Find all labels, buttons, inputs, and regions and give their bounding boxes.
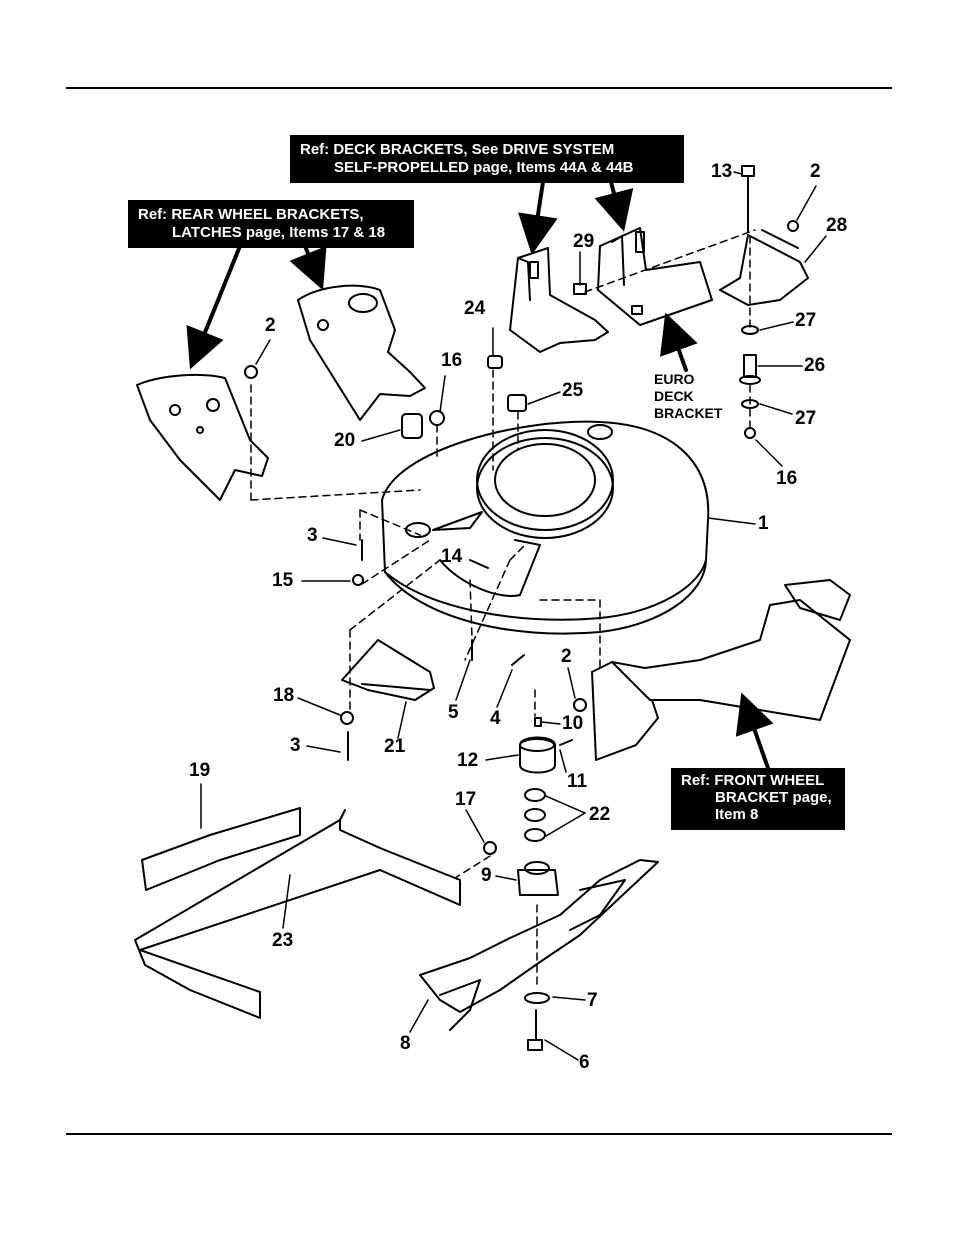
callout-23: 23 — [272, 931, 293, 951]
rear-wheel-bracket-left — [137, 375, 268, 500]
baffle-21 — [342, 640, 434, 700]
ref-front-wheel-bracket-line2: BRACKET page, — [681, 789, 835, 806]
ref-front-wheel-bracket: Ref: FRONT WHEEL BRACKET page, Item 8 — [671, 768, 845, 830]
deck-bracket-b — [598, 228, 712, 325]
callout-5: 5 — [448, 703, 459, 723]
callout-27: 27 — [795, 311, 816, 331]
rear-wheel-bracket-right — [298, 286, 425, 420]
bolt-13 — [742, 166, 754, 232]
frame-23 — [135, 810, 460, 1018]
callout-16: 16 — [776, 469, 797, 489]
callout-3: 3 — [307, 526, 318, 546]
callout-2: 2 — [810, 162, 821, 182]
callout-13: 13 — [711, 162, 732, 182]
ref-front-wheel-bracket-line3: Item 8 — [681, 806, 835, 823]
euro-label-line1: EURO — [654, 371, 722, 388]
ref-deck-brackets: Ref: DECK BRACKETS, See DRIVE SYSTEM SEL… — [290, 135, 684, 183]
reference-arrows — [193, 182, 768, 768]
callout-24: 24 — [464, 299, 485, 319]
callout-18: 18 — [273, 686, 294, 706]
callout-17: 17 — [455, 790, 476, 810]
callout-4: 4 — [490, 709, 501, 729]
callout-1: 1 — [758, 514, 769, 534]
ref-rear-wheel-brackets-line2: LATCHES page, Items 17 & 18 — [138, 224, 404, 242]
ref-front-wheel-bracket-line1: Ref: FRONT WHEEL — [681, 772, 835, 789]
hardware — [245, 221, 798, 1050]
callout-27: 27 — [795, 409, 816, 429]
callout-2: 2 — [561, 647, 572, 667]
callout-7: 7 — [587, 991, 598, 1011]
front-wheel-bracket — [592, 580, 850, 760]
ref-deck-brackets-line1: Ref: DECK BRACKETS, See DRIVE SYSTEM — [300, 141, 674, 159]
strip-19 — [142, 808, 300, 890]
callout-22: 22 — [589, 805, 610, 825]
euro-label-line3: BRACKET — [654, 405, 722, 422]
callout-6: 6 — [579, 1053, 590, 1073]
callout-10: 10 — [562, 714, 583, 734]
callout-12: 12 — [457, 751, 478, 771]
callout-8: 8 — [400, 1034, 411, 1054]
blade-8 — [420, 860, 658, 1030]
callout-11: 11 — [567, 772, 587, 792]
callout-26: 26 — [804, 356, 825, 376]
ref-rear-wheel-brackets-line1: Ref: REAR WHEEL BRACKETS, — [138, 206, 404, 224]
callout-20: 20 — [334, 431, 355, 451]
assembly-lines — [251, 230, 755, 985]
callout-14: 14 — [441, 547, 462, 567]
callout-29: 29 — [573, 232, 594, 252]
euro-deck-bracket-label: EURO DECK BRACKET — [654, 371, 722, 422]
callout-3: 3 — [290, 736, 301, 756]
euro-label-line2: DECK — [654, 388, 722, 405]
callout-28: 28 — [826, 216, 847, 236]
euro-bracket-28 — [720, 230, 808, 305]
callout-9: 9 — [481, 866, 492, 886]
ref-deck-brackets-line2: SELF-PROPELLED page, Items 44A & 44B — [300, 159, 674, 177]
callout-15: 15 — [272, 571, 293, 591]
callout-25: 25 — [562, 381, 583, 401]
ref-rear-wheel-brackets: Ref: REAR WHEEL BRACKETS, LATCHES page, … — [128, 200, 414, 248]
callout-2: 2 — [265, 316, 276, 336]
callout-19: 19 — [189, 761, 210, 781]
deck-bracket-a — [510, 248, 608, 352]
callout-16: 16 — [441, 351, 462, 371]
deck-1 — [382, 422, 708, 634]
callout-21: 21 — [384, 737, 405, 757]
